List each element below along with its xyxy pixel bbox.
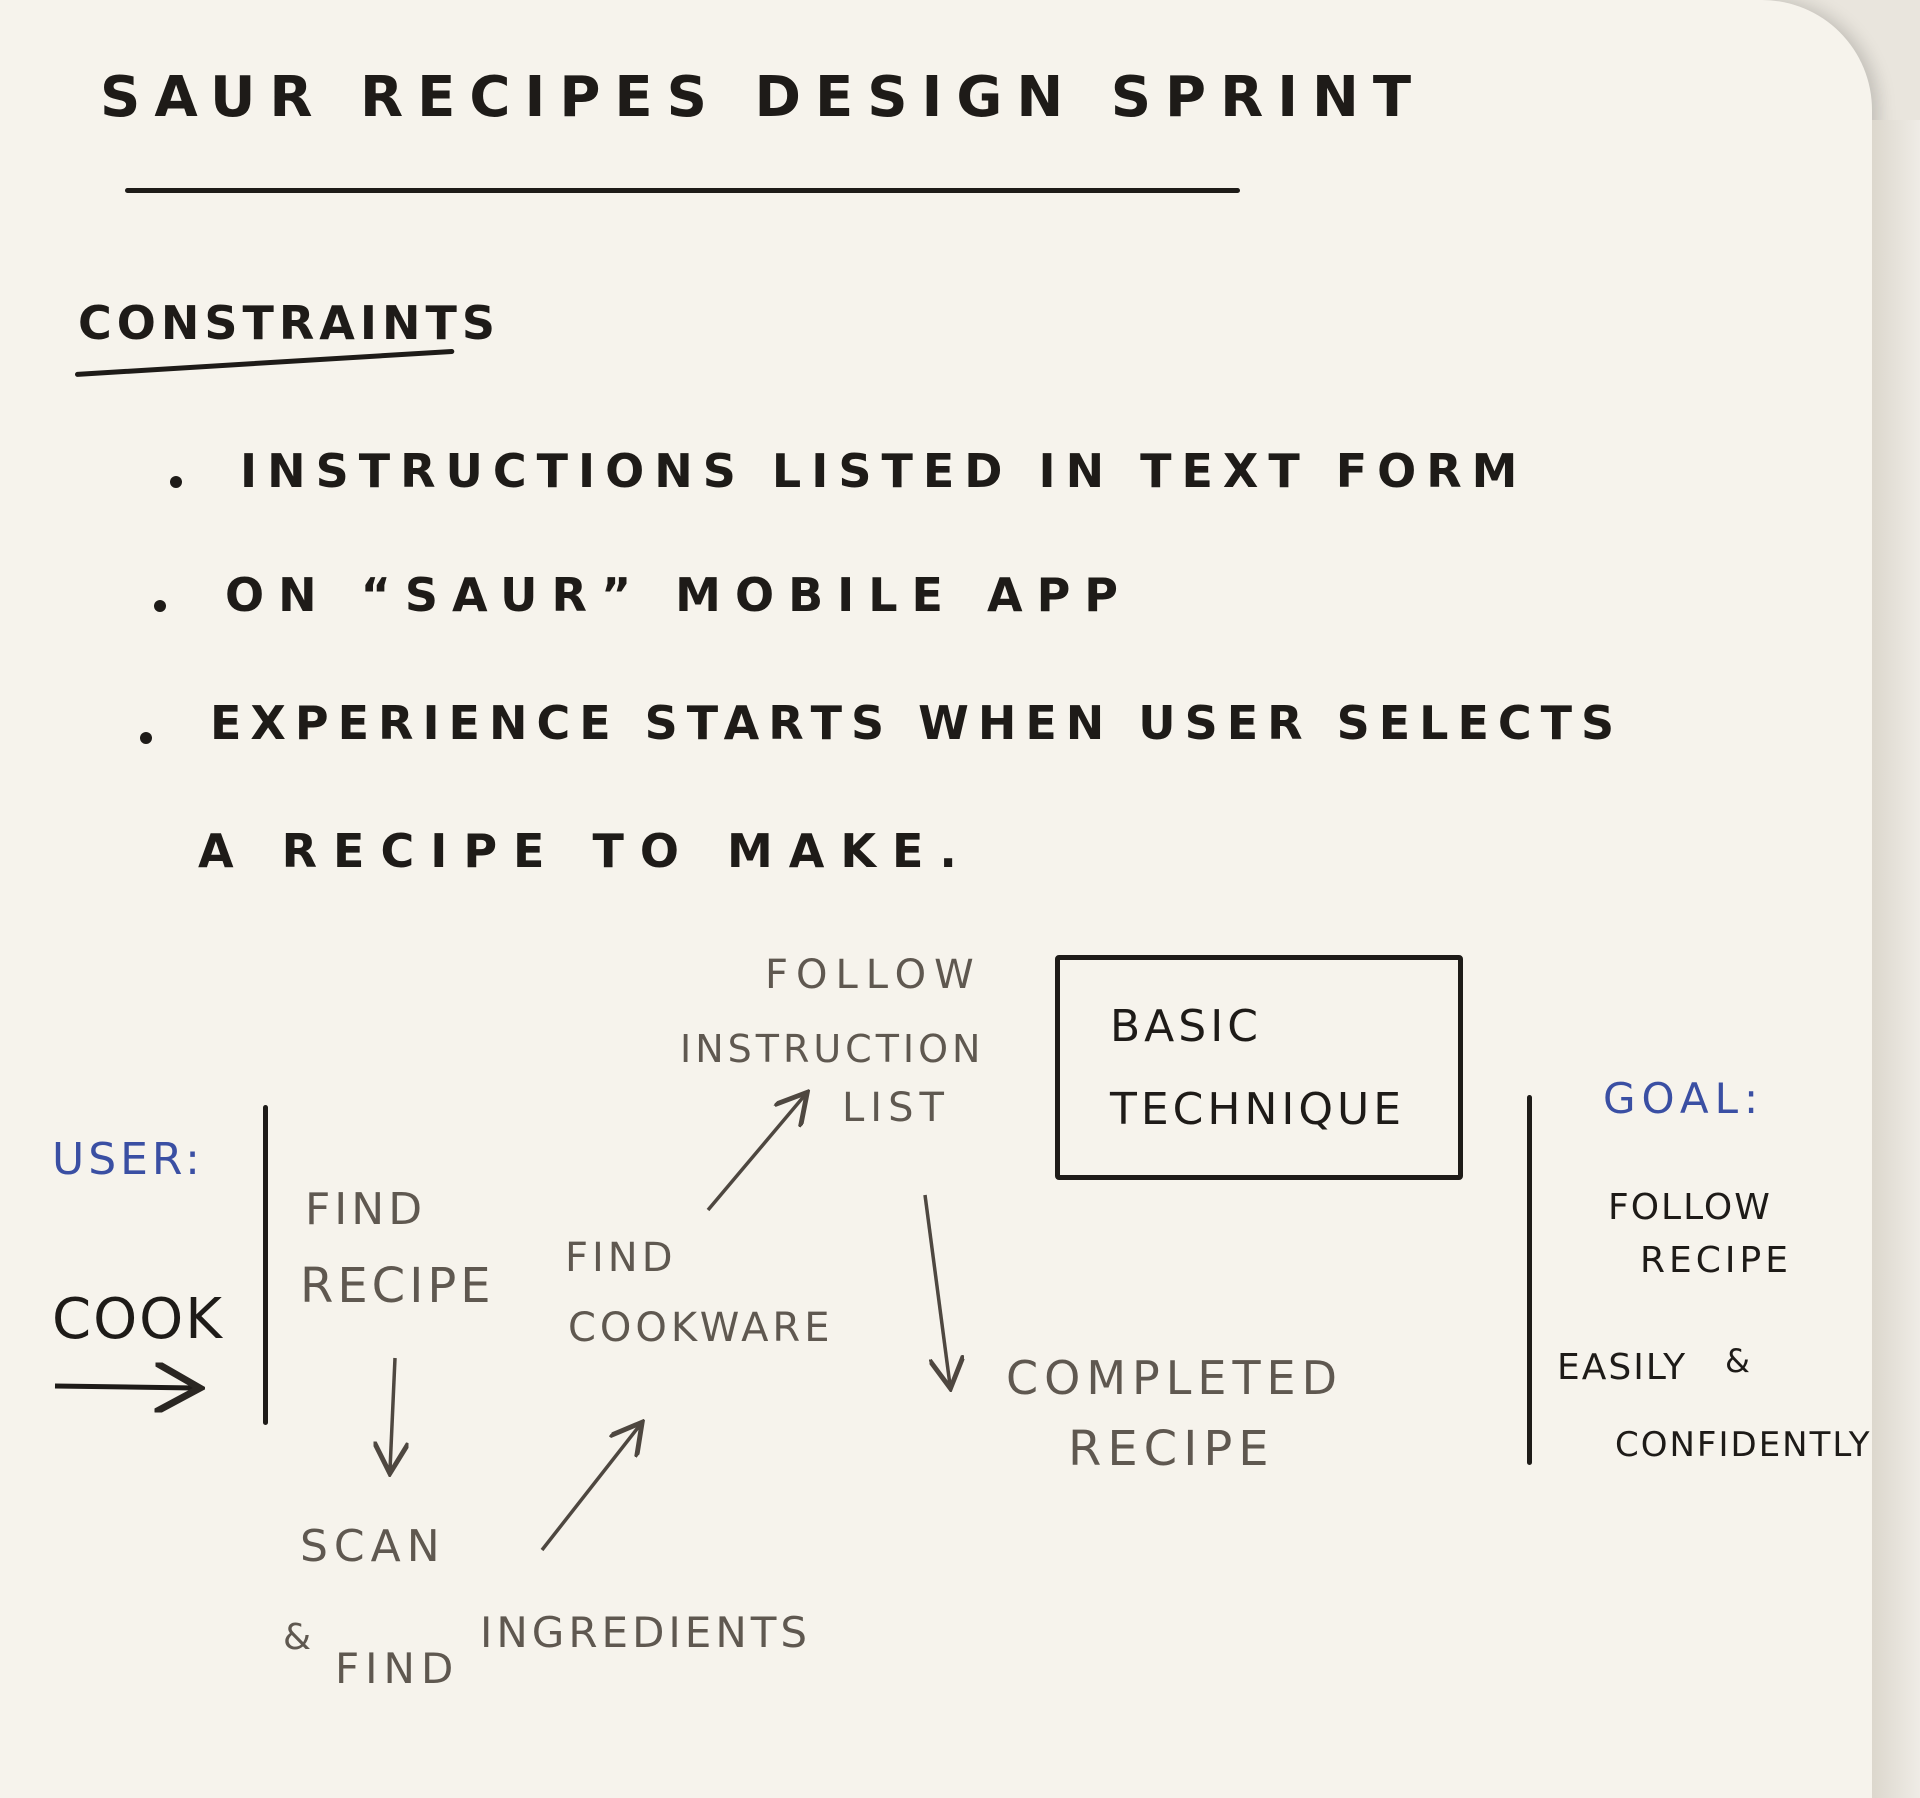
- constraint-item-3: EXPERIENCE STARTS WHEN USER SELECTS: [210, 696, 1624, 750]
- constraint-item-1: INSTRUCTIONS LISTED IN TEXT FORM: [240, 444, 1528, 498]
- basic-technique-box: [1055, 955, 1463, 1180]
- step-follow: FOLLOW: [765, 952, 982, 998]
- goal-text-1: FOLLOW: [1608, 1187, 1772, 1228]
- step-find-recipe-2: RECIPE: [300, 1258, 495, 1314]
- box-line-1: BASIC: [1110, 1001, 1262, 1052]
- goal-label: GOAL:: [1603, 1074, 1765, 1123]
- title-underline: [125, 188, 1240, 193]
- goal-divider: [1527, 1095, 1532, 1465]
- user-divider: [263, 1105, 268, 1425]
- goal-text-2: RECIPE: [1640, 1240, 1792, 1281]
- step-scan: SCAN: [300, 1521, 446, 1572]
- goal-text-4: CONFIDENTLY: [1615, 1425, 1872, 1465]
- step-find-cookware-2: COOKWARE: [568, 1305, 834, 1351]
- step-follow-3: LIST: [842, 1085, 950, 1131]
- goal-text-3: EASILY: [1557, 1347, 1688, 1388]
- arrow-to-completed: [923, 1194, 950, 1385]
- constraints-heading: CONSTRAINTS: [78, 296, 501, 350]
- user-arrow: [54, 1386, 195, 1388]
- step-find-recipe: FIND: [305, 1184, 427, 1235]
- page-title: SAUR RECIPES DESIGN SPRINT: [100, 65, 1426, 130]
- step-ingredients: INGREDIENTS: [480, 1608, 812, 1657]
- box-line-2: TECHNIQUE: [1110, 1084, 1406, 1135]
- goal-ampersand: &: [1725, 1342, 1750, 1380]
- step-find-ingredients: FIND: [335, 1644, 460, 1693]
- constraint-item-3-cont: A RECIPE TO MAKE.: [198, 824, 973, 878]
- step-completed: COMPLETED: [1006, 1351, 1344, 1405]
- arrow-recipe-to-scan: [390, 1357, 395, 1470]
- bullet-2: [154, 600, 166, 612]
- step-find-cookware: FIND: [565, 1235, 677, 1281]
- arrow-scan-to-cookware: [540, 1425, 640, 1552]
- ampersand-small: &: [283, 1617, 312, 1658]
- bullet-1: [170, 476, 182, 488]
- step-follow-2: INSTRUCTION: [680, 1027, 985, 1071]
- user-value: COOK: [52, 1287, 224, 1352]
- bullet-3: [140, 732, 152, 744]
- user-label: USER:: [52, 1134, 204, 1185]
- constraint-item-2: ON “SAUR” MOBILE APP: [225, 568, 1133, 622]
- arrow-cookware-to-follow: [706, 1095, 805, 1212]
- step-completed-2: RECIPE: [1068, 1421, 1275, 1477]
- page-stack-edge: [1872, 120, 1920, 1798]
- notebook-page: [0, 0, 1872, 1798]
